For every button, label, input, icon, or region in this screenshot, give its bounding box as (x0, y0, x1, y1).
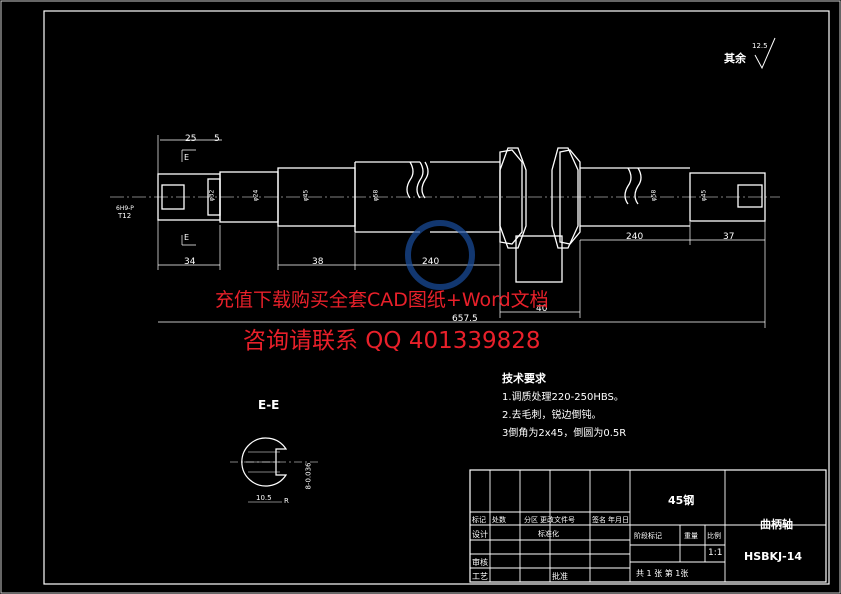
standard-label: 标准化 (538, 530, 559, 538)
dia-label-1: φ24 (252, 189, 260, 202)
row-label-2: 处数 (492, 516, 506, 524)
dia-label-5: φ45 (700, 189, 708, 202)
surface-roughness-value: 12.5 (752, 42, 768, 50)
section-width: 10.5 (256, 494, 272, 502)
part-name: 曲柄轴 (760, 518, 793, 531)
inner-border (43, 10, 830, 585)
drawing-number: HSBKJ-14 (744, 550, 803, 563)
section-view-shape (230, 437, 318, 503)
tech-item-3: 3倒角为2x45，倒圆为0.5R (502, 428, 627, 439)
section-radius: R (284, 497, 289, 505)
watermark-logo (405, 220, 475, 290)
tech-item-1: 1.调质处理220-250HBS。 (502, 392, 624, 403)
section-view-title: E-E (258, 398, 280, 412)
approve-label: 批准 (552, 572, 568, 581)
keyway-depth: T12 (118, 212, 132, 220)
tech-title: 技术要求 (502, 372, 546, 385)
material: 45钢 (668, 494, 695, 507)
stage-label-2: 重量 (684, 532, 698, 540)
tech-item-2: 2.去毛刺，锐边倒钝。 (502, 410, 602, 421)
row-label-1: 标记 (472, 516, 486, 524)
watermark-line-2: 咨询请联系 QQ 401339828 (243, 328, 541, 354)
dia-label-2: φ45 (302, 189, 310, 202)
watermark-line-1: 充值下载购买全套CAD图纸+Word文档 (215, 289, 549, 311)
title-block (469, 469, 827, 583)
section-height: 8-0.036 (304, 462, 313, 490)
roughness-symbol (754, 37, 776, 70)
row-label-5: 签名 (592, 516, 606, 524)
dim-240a: 240 (422, 257, 440, 267)
row-label-4: 更改文件号 (540, 516, 575, 524)
dim-34: 34 (184, 257, 196, 267)
stage-label-3: 比例 (707, 532, 721, 540)
keyway-fit: 6H9-P (116, 205, 134, 212)
designer-label: 设计 (472, 530, 488, 539)
dim-657: 657.5 (452, 314, 478, 324)
stage-label-1: 阶段标记 (634, 532, 662, 540)
row-label-3: 分区 (524, 516, 538, 524)
dim-37: 37 (723, 232, 735, 242)
scale: 1:1 (708, 548, 723, 558)
review-label: 审核 (472, 558, 488, 567)
dim-25: 25 (185, 134, 197, 144)
surface-note-label: 其余 (724, 52, 746, 65)
dim-5: 5 (214, 134, 220, 144)
dim-38: 38 (312, 257, 324, 267)
sheet-count: 共 1 张 第 1张 (636, 569, 689, 578)
dia-label-3: φ58 (372, 189, 380, 202)
crankshaft-outline (157, 147, 766, 283)
dimension-lines (157, 135, 766, 328)
dim-240b: 240 (626, 232, 644, 242)
dia-label-4: φ58 (650, 189, 658, 202)
section-label-top: E (184, 153, 190, 162)
row-label-6: 年月日 (608, 516, 629, 524)
process-label: 工艺 (472, 572, 488, 581)
dia-label-small: φ32 (208, 189, 216, 202)
dim-40: 40 (536, 304, 548, 314)
section-label-bot: E (184, 233, 190, 242)
